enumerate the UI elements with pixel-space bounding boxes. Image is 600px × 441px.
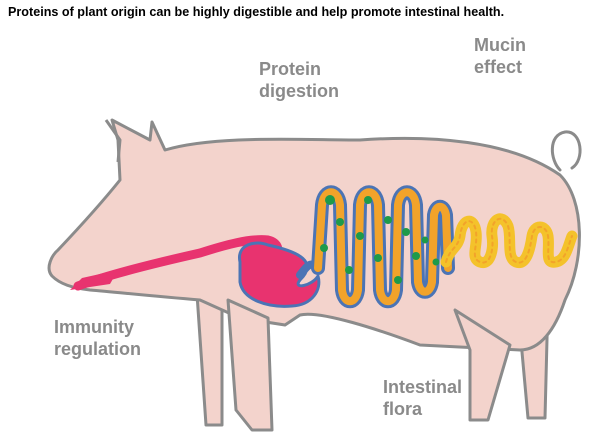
label-intestinal-flora: Intestinal flora: [383, 376, 462, 420]
label-mucin-effect: Mucin effect: [474, 34, 526, 78]
label-line: regulation: [54, 339, 142, 359]
label-line: Protein: [259, 59, 322, 79]
flora-dots: [320, 195, 440, 284]
label-line: flora: [383, 399, 423, 419]
pig-tail: [550, 130, 582, 172]
label-line: Mucin: [474, 35, 526, 55]
pig-ear: [104, 119, 122, 163]
label-immunity-regulation: Immunity regulation: [54, 316, 141, 360]
label-line: effect: [474, 57, 523, 77]
label-line: digestion: [259, 81, 339, 101]
label-line: Intestinal: [383, 377, 463, 397]
mouth-cavity: [70, 270, 118, 290]
headline: Proteins of plant origin can be highly d…: [8, 5, 505, 19]
mouth-esophagus: [73, 235, 283, 291]
small-intestine-lumen: [314, 188, 452, 306]
large-intestine-texture: [445, 217, 573, 264]
label-line: Immunity: [54, 317, 135, 337]
label-protein-digestion: Protein digestion: [259, 58, 339, 102]
front-leg: [226, 298, 274, 432]
hind-leg: [453, 308, 512, 422]
stomach: [238, 241, 321, 308]
